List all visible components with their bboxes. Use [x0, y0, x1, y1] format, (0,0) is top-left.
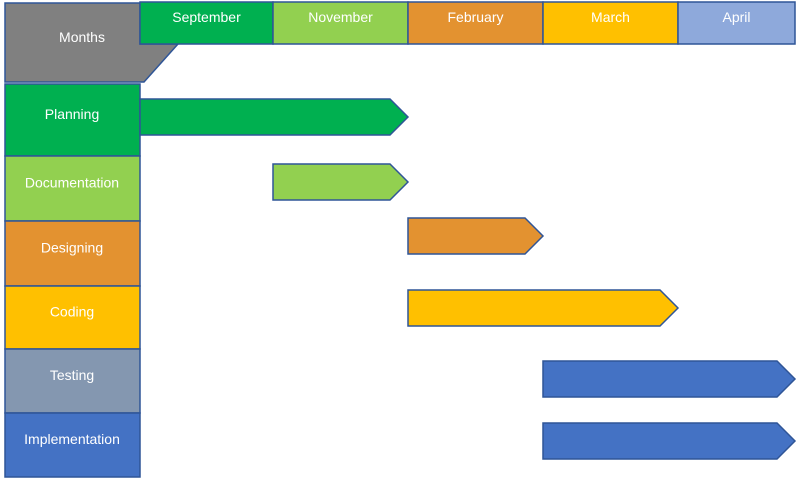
month-cell-march — [542, 1, 679, 45]
gantt-bar-designing — [407, 217, 545, 255]
months-corner-label: Months — [59, 29, 105, 45]
gantt-bars — [139, 98, 797, 460]
task-label-coding: Coding — [50, 304, 94, 320]
month-label-february: February — [447, 9, 503, 25]
gantt-bar-documentation — [272, 163, 410, 201]
task-label-column: PlanningDocumentationDesigningCodingTest… — [4, 83, 141, 478]
gantt-bar-implementation — [542, 422, 797, 460]
task-cell-coding — [4, 285, 141, 350]
month-label-november: November — [308, 9, 373, 25]
gantt-bar-coding — [407, 289, 680, 327]
task-label-designing: Designing — [41, 240, 103, 256]
month-cell-september — [139, 1, 274, 45]
task-cell-testing — [4, 348, 141, 414]
task-cell-implementation — [4, 412, 141, 478]
month-label-september: September — [172, 9, 241, 25]
task-label-documentation: Documentation — [25, 175, 119, 191]
month-header-row: September November February March April — [139, 1, 796, 45]
month-cell-april — [677, 1, 796, 45]
gantt-bar-planning — [139, 98, 410, 136]
task-label-planning: Planning — [45, 106, 100, 122]
gantt-bar-testing — [542, 360, 797, 398]
task-label-implementation: Implementation — [24, 431, 120, 447]
task-label-testing: Testing — [50, 367, 94, 383]
month-label-march: March — [591, 9, 630, 25]
task-cell-documentation — [4, 155, 141, 222]
month-cell-november — [272, 1, 409, 45]
month-label-april: April — [722, 9, 750, 25]
